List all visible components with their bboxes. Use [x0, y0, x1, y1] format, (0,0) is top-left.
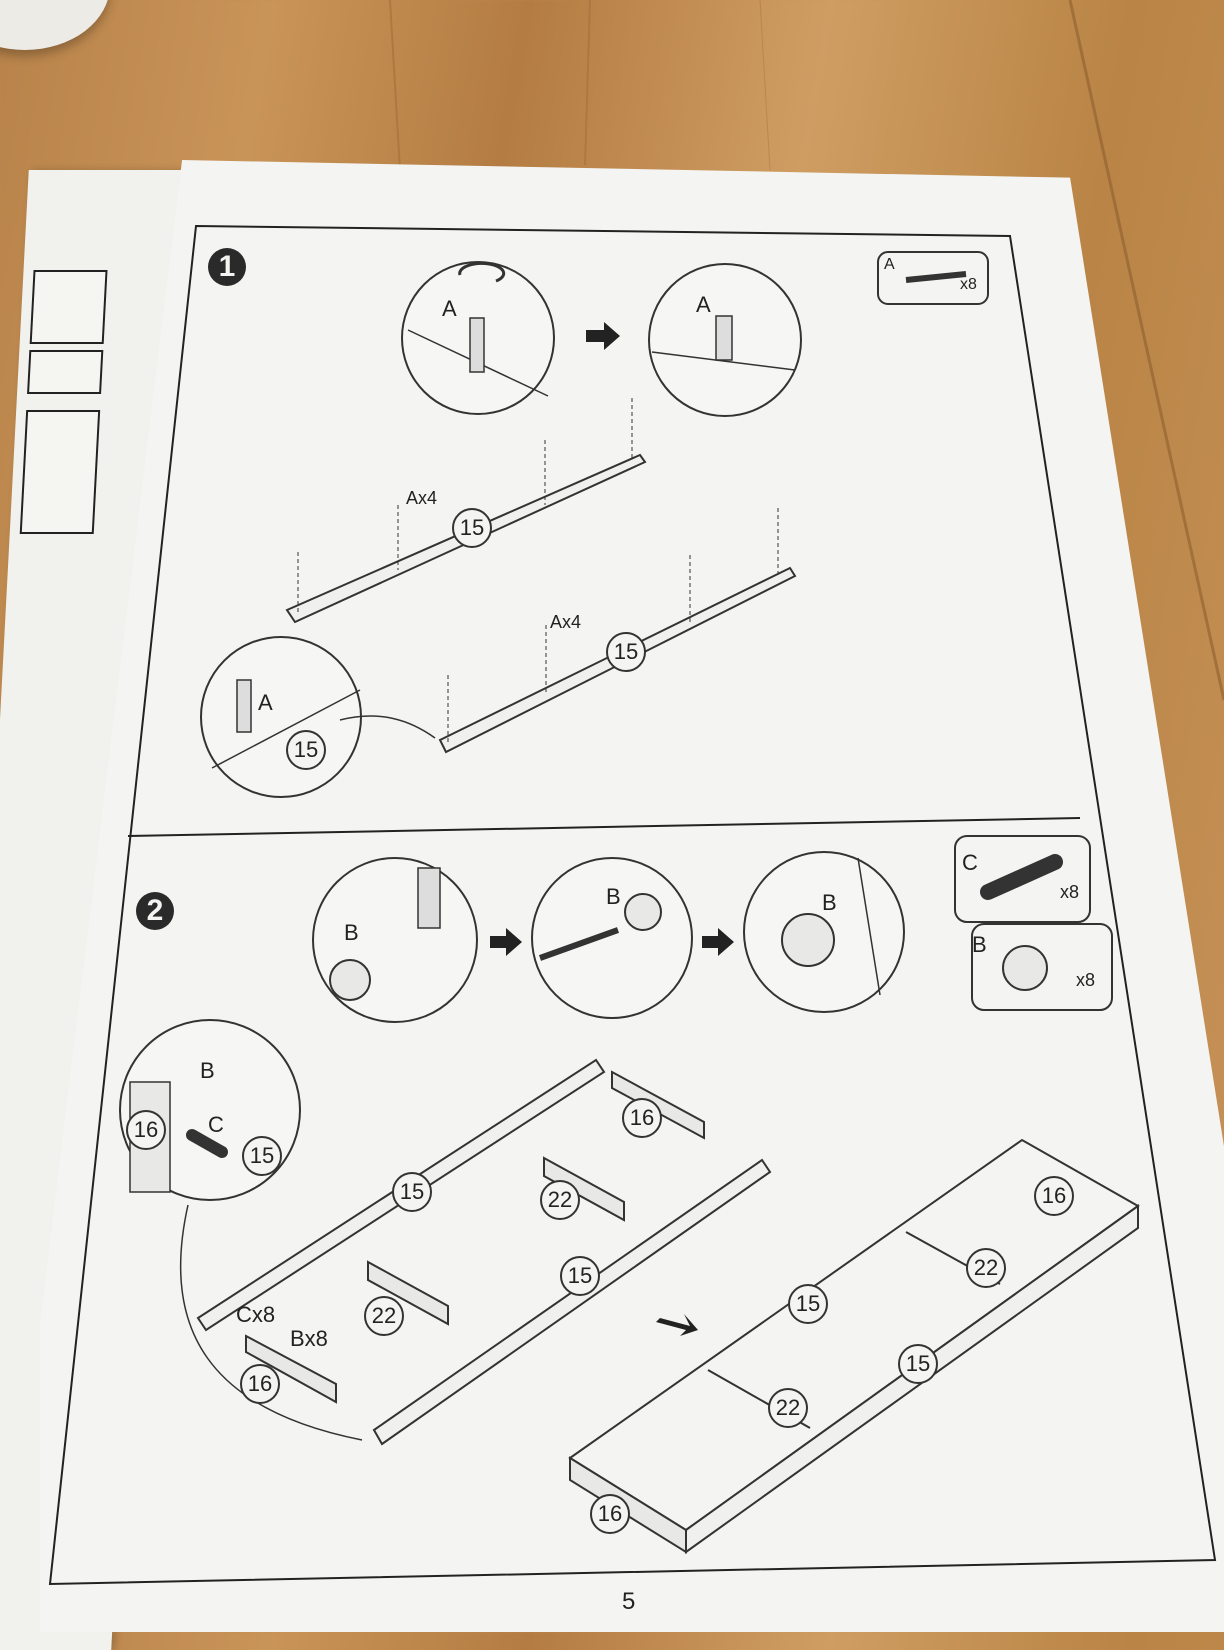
page-frame	[48, 224, 1217, 1586]
step1-part-box-qty: x8	[960, 276, 977, 293]
step2-part-box-b-letter: B	[972, 932, 987, 957]
step2-part-box-c	[954, 835, 1091, 923]
step2-detail-part-right: 15	[242, 1136, 282, 1176]
step2-detail-letter-c: C	[208, 1112, 224, 1137]
step2-exploded-divider-back: 22	[540, 1180, 580, 1220]
step2-arrow2	[702, 928, 734, 956]
step2-arrow1	[490, 928, 522, 956]
step2-part-box-b-qty: x8	[1076, 970, 1096, 990]
step2-exploded-rail-back: 15	[392, 1172, 432, 1212]
step2-exploded-divider-front: 22	[364, 1296, 404, 1336]
step1-zoom-label: A	[442, 296, 457, 321]
step1-detail-part: 15	[286, 730, 326, 770]
step2-detail-part-left: 16	[126, 1110, 166, 1150]
step1-part-box	[877, 251, 989, 305]
step1-zoom-before	[401, 261, 555, 415]
step1-detail-zoom	[200, 636, 436, 798]
step1-upper-callout: Ax4	[406, 488, 438, 508]
step2-exploded-callout-b: Bx8	[290, 1326, 328, 1351]
step2-part-box-c-letter: C	[962, 850, 978, 875]
step1-lower-rail	[438, 508, 797, 754]
step-divider	[127, 817, 1081, 837]
page-number: 5	[622, 1588, 636, 1615]
step2-exploded-end-far: 16	[622, 1098, 662, 1138]
step1-lower-callout: Ax4	[550, 612, 582, 632]
step2-zoom3-label: B	[822, 890, 837, 915]
step2-zoom2-label: B	[606, 884, 621, 909]
step2-arrow3	[656, 1314, 698, 1336]
step1-badge: 1	[208, 248, 246, 286]
step2-badge: 2	[136, 892, 174, 930]
step2-assembled-rail-back: 15	[788, 1284, 828, 1324]
step2-part-box-c-qty: x8	[1060, 882, 1080, 902]
step2-zoom1	[312, 857, 478, 1023]
step1-zoom-after	[648, 263, 802, 417]
step1-lower-part: 15	[606, 632, 646, 672]
step2-exploded-callout-c: Cx8	[236, 1302, 276, 1327]
step2-assembled-end-near: 16	[590, 1494, 630, 1534]
step2-exploded-rail-front: 15	[560, 1256, 600, 1296]
step2-zoom1-label: B	[344, 920, 359, 945]
step2-part-box-b	[971, 923, 1113, 1011]
step2-detail-letter-b: B	[200, 1058, 215, 1083]
step1-detail-letter: A	[258, 690, 273, 715]
step2-assembled-rail-front: 15	[898, 1344, 938, 1384]
step1-zoom-after-label: A	[696, 292, 711, 317]
step1-arrow	[586, 322, 620, 350]
step2-assembled-end-far: 16	[1034, 1176, 1074, 1216]
step2-zoom3	[743, 851, 905, 1013]
step2-assembled-divider-front: 22	[768, 1388, 808, 1428]
step2-zoom2	[531, 857, 693, 1019]
step1-part-box-letter: A	[884, 256, 895, 273]
step2-assembled-divider-back: 22	[966, 1248, 1006, 1288]
step1-upper-part: 15	[452, 508, 492, 548]
step2-exploded-end-near: 16	[240, 1364, 280, 1404]
